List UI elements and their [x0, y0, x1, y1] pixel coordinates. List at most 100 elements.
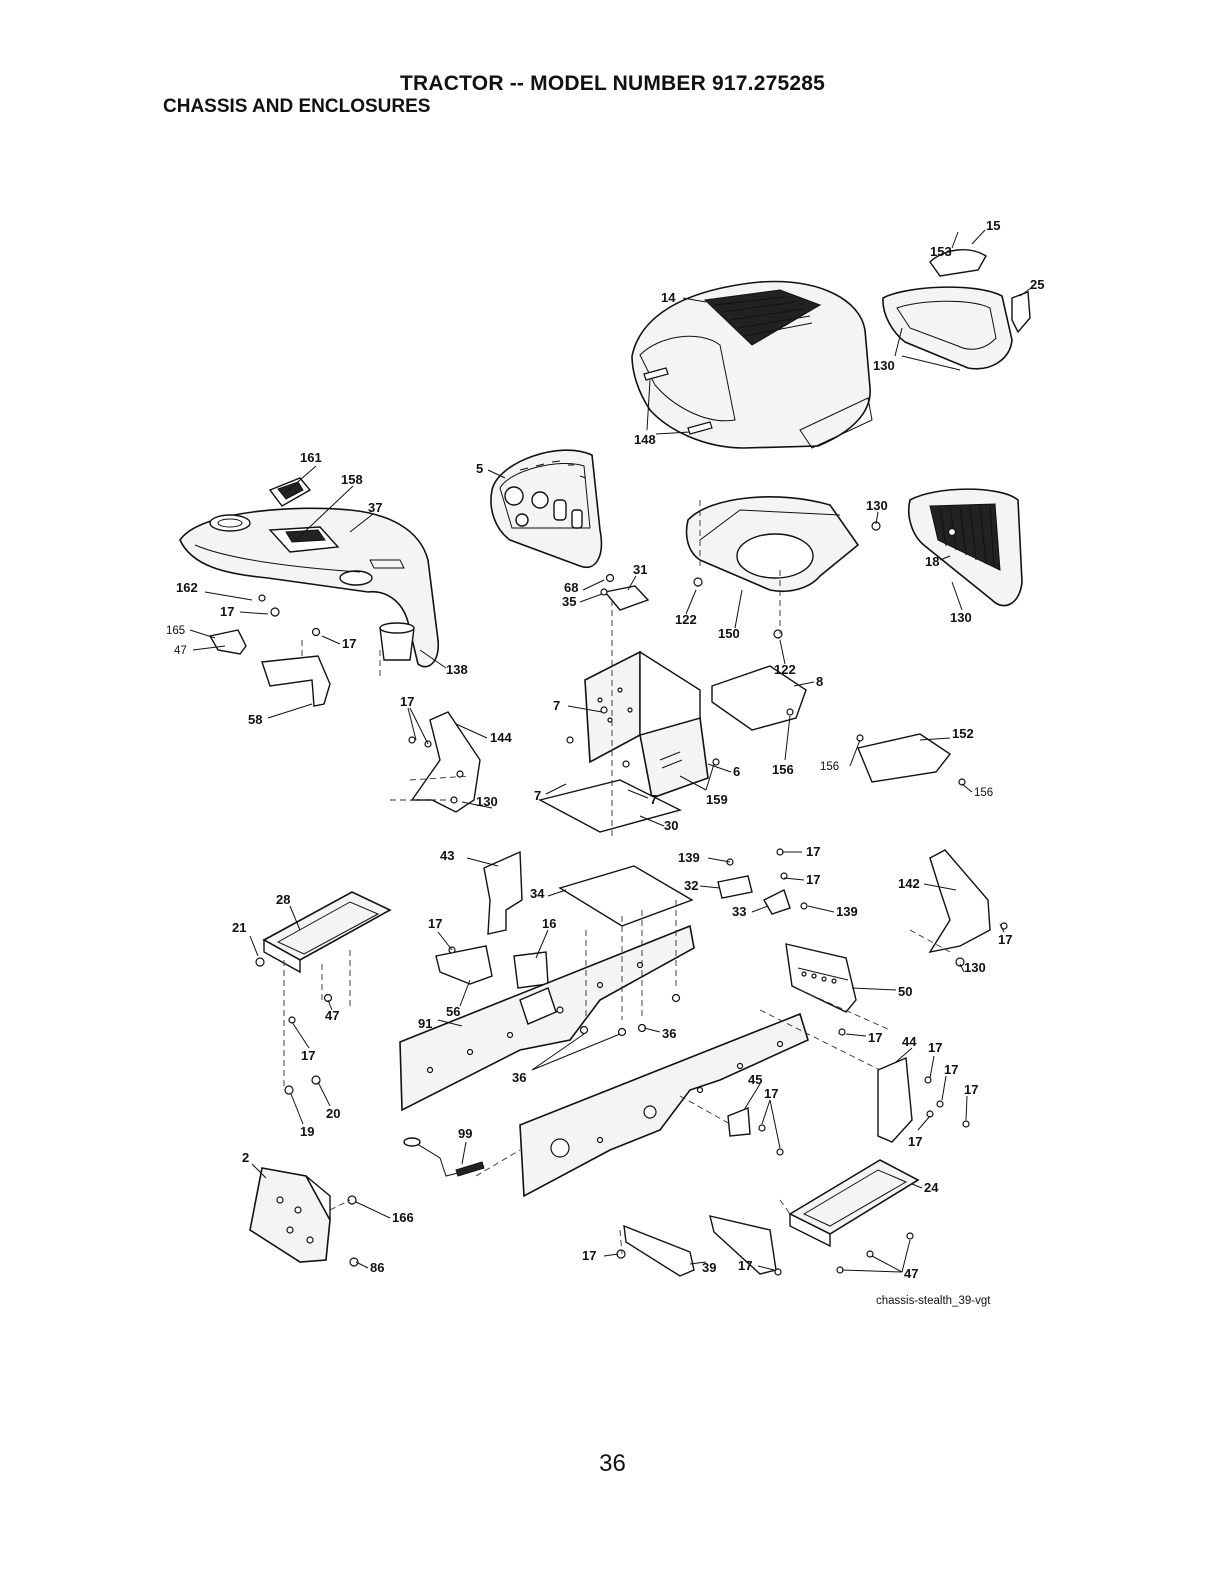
callout: 47	[904, 1266, 918, 1281]
mount-plate-part-8	[711, 665, 807, 731]
callout: 152	[952, 726, 974, 741]
callout: 16	[542, 916, 556, 931]
callout: 130	[950, 610, 972, 625]
callout: 139	[836, 904, 858, 919]
callout: 122	[675, 612, 697, 627]
callout: 99	[458, 1126, 472, 1141]
callout: 165	[166, 625, 185, 637]
callout: 50	[898, 984, 912, 999]
callout: 130	[964, 960, 986, 975]
callout: 17	[342, 636, 356, 651]
callout: 17	[301, 1048, 315, 1063]
callout: 144	[490, 730, 512, 745]
cup-holder-part-138	[379, 622, 415, 661]
callout: 156	[772, 762, 794, 777]
assembly-lines	[283, 500, 951, 1255]
callout: 14	[661, 290, 676, 305]
callout: 21	[232, 920, 246, 935]
callout: 130	[476, 794, 498, 809]
callout: 130	[866, 498, 888, 513]
hood-grille-vents	[703, 289, 822, 346]
callout: 37	[368, 500, 382, 515]
callout: 138	[446, 662, 468, 677]
callout: 47	[325, 1008, 339, 1023]
callout: 17	[428, 916, 442, 931]
footrest-part-24	[788, 1159, 920, 1248]
callout: 156	[820, 761, 839, 773]
callout: 153	[930, 244, 952, 259]
page-title: TRACTOR -- MODEL NUMBER 917.275285	[400, 72, 825, 95]
callout: 43	[440, 848, 454, 863]
callout: 39	[702, 1260, 716, 1275]
callout: 156	[974, 787, 993, 799]
callout: 34	[530, 886, 545, 901]
bracket-part-45	[727, 1106, 751, 1137]
fender-bracket-part-58	[208, 629, 331, 707]
leader-lines	[189, 229, 1032, 1273]
callout: 17	[964, 1082, 978, 1097]
callout: 91	[418, 1016, 432, 1031]
bracket-part-43	[483, 850, 523, 935]
callout: 24	[924, 1180, 939, 1195]
callout: 161	[300, 450, 322, 465]
callout: 17	[944, 1062, 958, 1077]
callout: 148	[634, 432, 656, 447]
fender-part-37	[179, 507, 439, 668]
callout: 17	[764, 1086, 778, 1101]
callout: 15	[986, 218, 1000, 233]
callout: 30	[664, 818, 678, 833]
bracket-part-142	[928, 849, 991, 954]
callout: 20	[326, 1106, 340, 1121]
console-part-150	[685, 496, 860, 592]
page-number: 36	[599, 1450, 626, 1477]
bracket-part-144	[410, 711, 481, 813]
frame-rail-part-1	[519, 1012, 809, 1198]
grille-panel-part-153	[882, 286, 1013, 370]
callout: 17	[806, 872, 820, 887]
callout-labels: 15 25 14 153 130 148 5 161 158 37 162 17…	[166, 218, 1044, 1281]
callout: 17	[582, 1248, 596, 1263]
callout: 142	[898, 876, 920, 891]
callout: 36	[512, 1070, 526, 1085]
callout: 5	[476, 461, 483, 476]
callout: 45	[748, 1072, 762, 1087]
lever-part-99	[403, 1137, 485, 1177]
callout: 18	[925, 554, 939, 569]
callout: 130	[873, 358, 895, 373]
filter-part-16	[513, 951, 549, 989]
bar-part-39	[709, 1215, 777, 1275]
bracket-part-56	[435, 945, 493, 985]
callout: 17	[806, 844, 820, 859]
callout: 122	[774, 662, 796, 677]
callout: 150	[718, 626, 740, 641]
callout: 162	[176, 580, 198, 595]
frame-rail-part-91	[399, 924, 695, 1112]
callout: 28	[276, 892, 290, 907]
callout: 58	[248, 712, 262, 727]
dash-panel-part-5	[490, 449, 603, 569]
grille-part-18	[908, 488, 1023, 607]
callout: 17	[928, 1040, 942, 1055]
footrest-part-28	[262, 891, 392, 974]
callout: 86	[370, 1260, 384, 1275]
callout: 166	[392, 1210, 414, 1225]
callout: 7	[534, 788, 541, 803]
hood-part-14	[631, 280, 873, 449]
callout: 35	[562, 594, 576, 609]
callout: 17	[868, 1030, 882, 1045]
section-subtitle: CHASSIS AND ENCLOSURES	[163, 96, 431, 117]
callout: 17	[220, 604, 234, 619]
callout: 159	[706, 792, 728, 807]
callout: 6	[733, 764, 740, 779]
front-bracket-part-50	[785, 943, 857, 1013]
floor-plate-part-30	[538, 779, 682, 833]
callout: 33	[732, 904, 746, 919]
callout: 8	[816, 674, 823, 689]
callout: 44	[902, 1034, 917, 1049]
steering-plate-part-31	[603, 585, 650, 611]
steering-support-part-6	[584, 650, 709, 800]
callout: 32	[684, 878, 698, 893]
callout: 31	[633, 562, 647, 577]
callout: 158	[341, 472, 363, 487]
